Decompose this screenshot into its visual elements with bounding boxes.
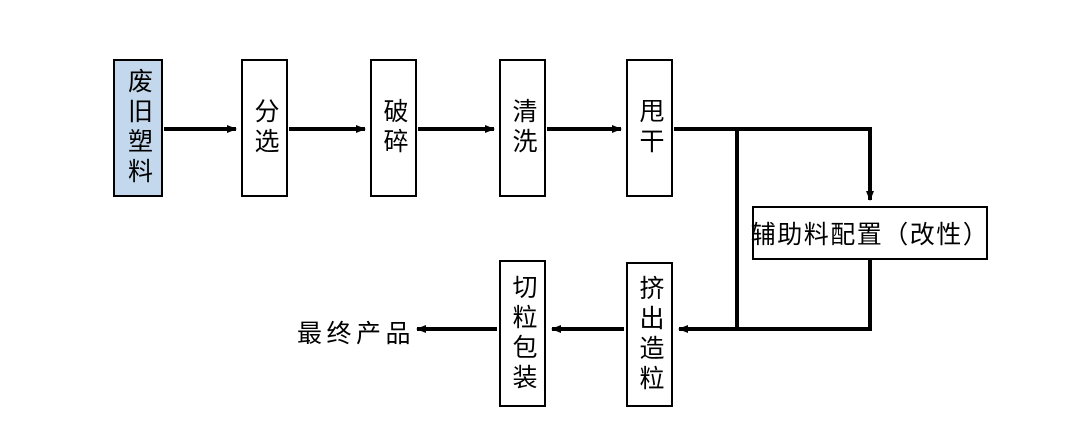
node-crushing[interactable]: 破碎	[370, 59, 417, 197]
node-label: 甩干	[636, 98, 663, 158]
node-label: 切粒包装	[509, 273, 536, 394]
node-label: 清洗	[509, 98, 536, 158]
node-additive-blending[interactable]: 辅助料配置（改性）	[750, 206, 990, 260]
arrow-spindrying-to-additive	[674, 127, 874, 201]
node-spin-drying[interactable]: 甩干	[626, 59, 673, 197]
node-sorting[interactable]: 分选	[241, 59, 288, 197]
node-label: 辅助料配置（改性）	[750, 222, 990, 249]
node-label: 挤出造粒	[636, 274, 663, 395]
node-extrusion-granulation[interactable]: 挤出造粒	[626, 262, 673, 407]
node-waste-plastic[interactable]: 废旧塑料	[113, 59, 163, 197]
label-final-product: 最终产品	[297, 321, 416, 348]
node-label: 分选	[251, 98, 278, 158]
node-label: 废旧塑料	[124, 68, 152, 188]
node-pelletizing-packing[interactable]: 切粒包装	[499, 260, 546, 407]
node-label: 破碎	[380, 98, 407, 158]
arrow-additive-to-extrusion	[678, 260, 872, 333]
node-washing[interactable]: 清洗	[499, 59, 546, 197]
